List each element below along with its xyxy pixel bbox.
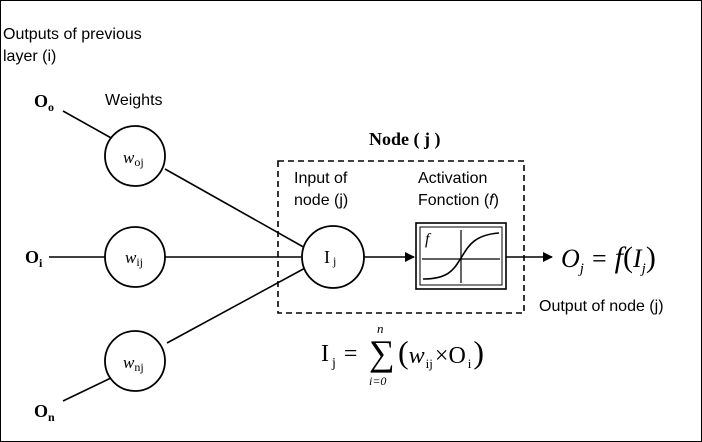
weight-oj-label: woj: [123, 148, 144, 169]
node-dashed-box: [277, 160, 525, 314]
weight-oj-node: [104, 125, 166, 187]
weight-nj-node: [104, 330, 166, 392]
sigmoid-curve: [422, 232, 500, 280]
input-of-node-label-line2: node (j): [294, 192, 348, 209]
sum-sigma: ∑: [369, 333, 395, 373]
weights-label: Weights: [105, 92, 163, 109]
input-of-node-label-line1: Input of: [294, 170, 348, 187]
sum-lower-limit: i=0: [369, 374, 386, 388]
output-of-node-label: Output of node (j): [539, 298, 664, 315]
input-o0-label: Oo: [34, 91, 54, 114]
activation-label-line1: Activation: [418, 170, 487, 187]
activation-function-inner-frame: [419, 226, 503, 286]
activation-label-line2: Fonction (f): [418, 192, 499, 209]
weight-ij-label: wij: [125, 248, 143, 269]
input-oi-label: Oi: [25, 247, 43, 270]
weight-nj-label: wnj: [123, 353, 144, 374]
input-on-line: [62, 376, 114, 402]
input-o0-line: [62, 110, 114, 140]
node-title: Node ( j ): [369, 129, 440, 150]
weight-oj-to-node-line: [164, 168, 308, 250]
output-formula: Oj=f(Ij): [561, 241, 656, 277]
weight-ij-node: [104, 226, 166, 288]
outputs-prev-label-line2: layer (i): [3, 48, 56, 65]
input-on-label: On: [34, 401, 55, 424]
activation-box-symbol: f: [425, 231, 432, 248]
sum-upper-limit: n: [377, 321, 384, 336]
weight-nj-to-node-line: [166, 266, 308, 344]
outputs-prev-label-line1: Outputs of previous: [3, 26, 142, 43]
